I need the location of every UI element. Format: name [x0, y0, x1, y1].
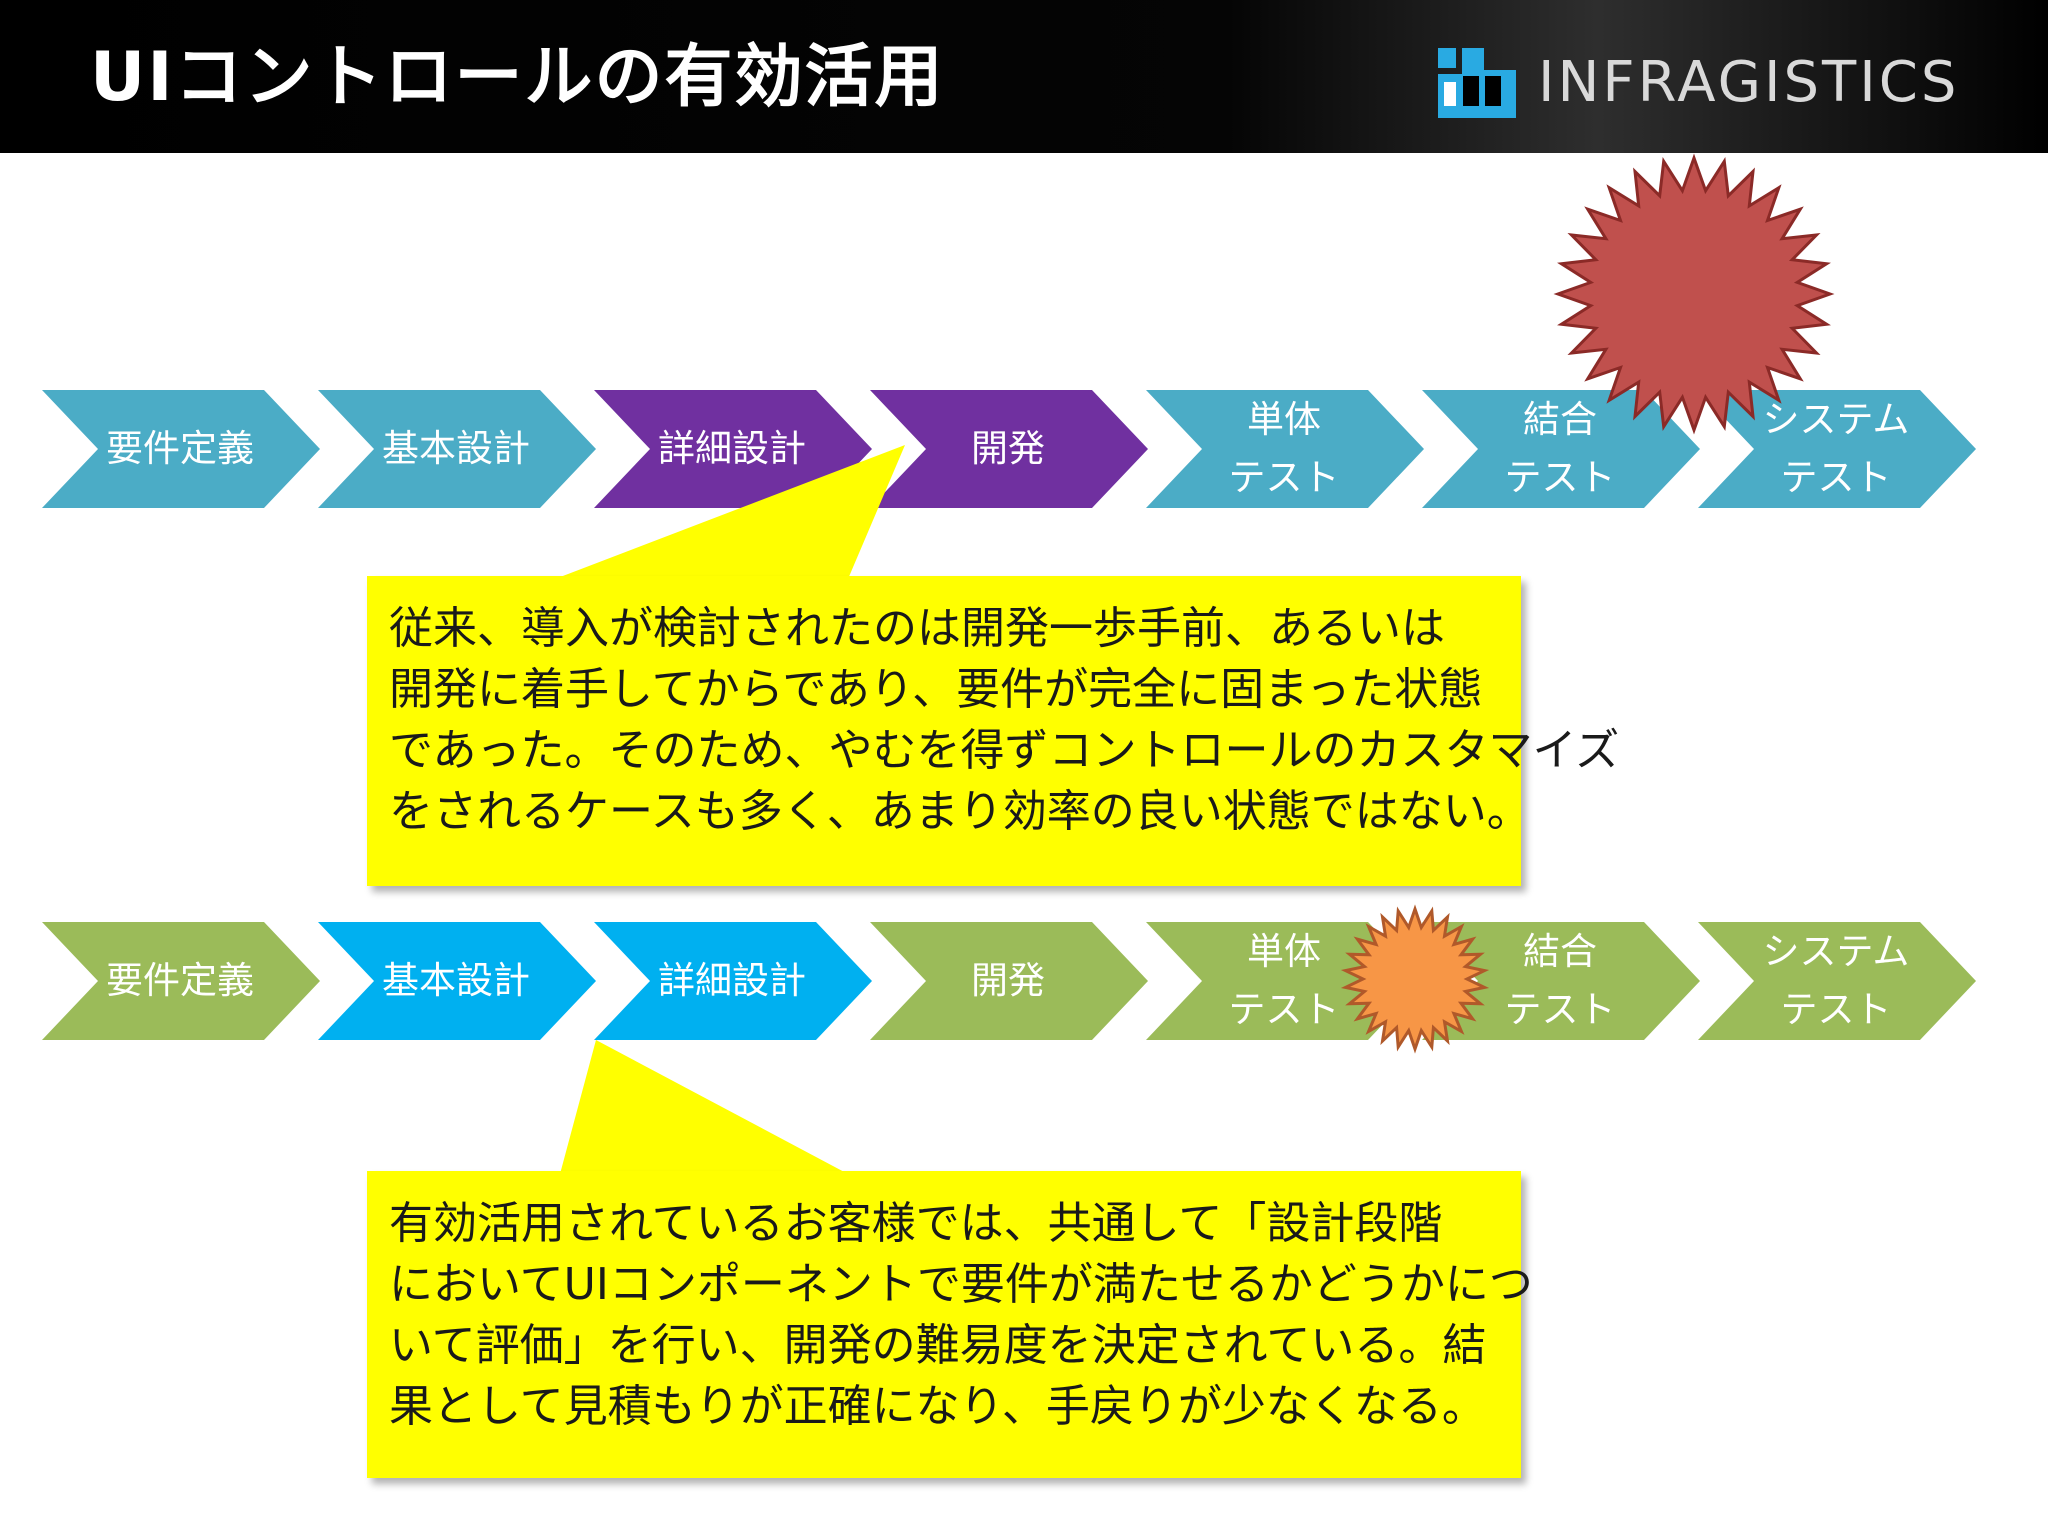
- flow-top-step-3-arrow: [594, 390, 872, 508]
- callout-1-line-3: であった。そのため、やむを得ずコントロールのカスタマイズ: [389, 725, 1620, 776]
- callout-effective-use: 有効活用されているお客様では、共通して「設計段階 においてUIコンポーネントで要…: [367, 1171, 1533, 1478]
- callout-1-line-2: 開発に着手してからであり、要件が完全に固まった状態: [389, 664, 1483, 715]
- flow-bottom-step-7-arrow: [1698, 922, 1976, 1040]
- logo-mark-icon: [1438, 48, 1516, 118]
- callout-1-line-4: をされるケースも多く、あまり効率の良い状態ではない。: [389, 786, 1531, 837]
- large-explosion-burst-icon: [1553, 153, 1835, 435]
- flow-bottom-step-4-arrow: [870, 922, 1148, 1040]
- flow-bottom-step-6-arrow: [1422, 922, 1700, 1040]
- callout-1-line-1: 従来、導入が検討されたのは開発一歩手前、あるいは: [389, 603, 1445, 654]
- page-title: UIコントロールの有効活用: [90, 38, 945, 117]
- flow-bottom-step-1-arrow: [42, 922, 320, 1040]
- header-bar: UIコントロールの有効活用 INFRAGISTICS: [0, 0, 2048, 153]
- logo-text: INFRAGISTICS: [1538, 50, 1960, 115]
- company-logo: INFRAGISTICS: [1432, 42, 1959, 124]
- callout-2-pointer: [560, 1040, 848, 1174]
- flow-top-step-2-arrow: [318, 390, 596, 508]
- flow-top-step-5-arrow: [1146, 390, 1424, 508]
- flow-bottom-step-3-arrow: [594, 922, 872, 1040]
- flow-top-step-7-arrow: [1698, 390, 1976, 508]
- flow-bottom-step-5-arrow: [1146, 922, 1424, 1040]
- callout-2-line-3: いて評価」を行い、開発の難易度を決定されている。結: [389, 1320, 1487, 1371]
- callout-2-line-1: 有効活用されているお客様では、共通して「設計段階: [389, 1198, 1443, 1249]
- flow-top-step-6-arrow: [1422, 390, 1700, 508]
- flow-top-step-1-arrow: [42, 390, 320, 508]
- callout-2-line-4: 果として見積もりが正確になり、手戻りが少なくなる。: [389, 1381, 1486, 1432]
- callout-2-line-2: においてUIコンポーネントで要件が満たせるかどうかにつ: [389, 1259, 1533, 1310]
- small-explosion-burst-icon: [1340, 904, 1490, 1054]
- callout-current-problem: 従来、導入が検討されたのは開発一歩手前、あるいは 開発に着手してからであり、要件…: [367, 576, 1620, 886]
- callout-1-pointer: [555, 445, 905, 579]
- flow-bottom-step-2-arrow: [318, 922, 596, 1040]
- flow-top-step-4-arrow: [870, 390, 1148, 508]
